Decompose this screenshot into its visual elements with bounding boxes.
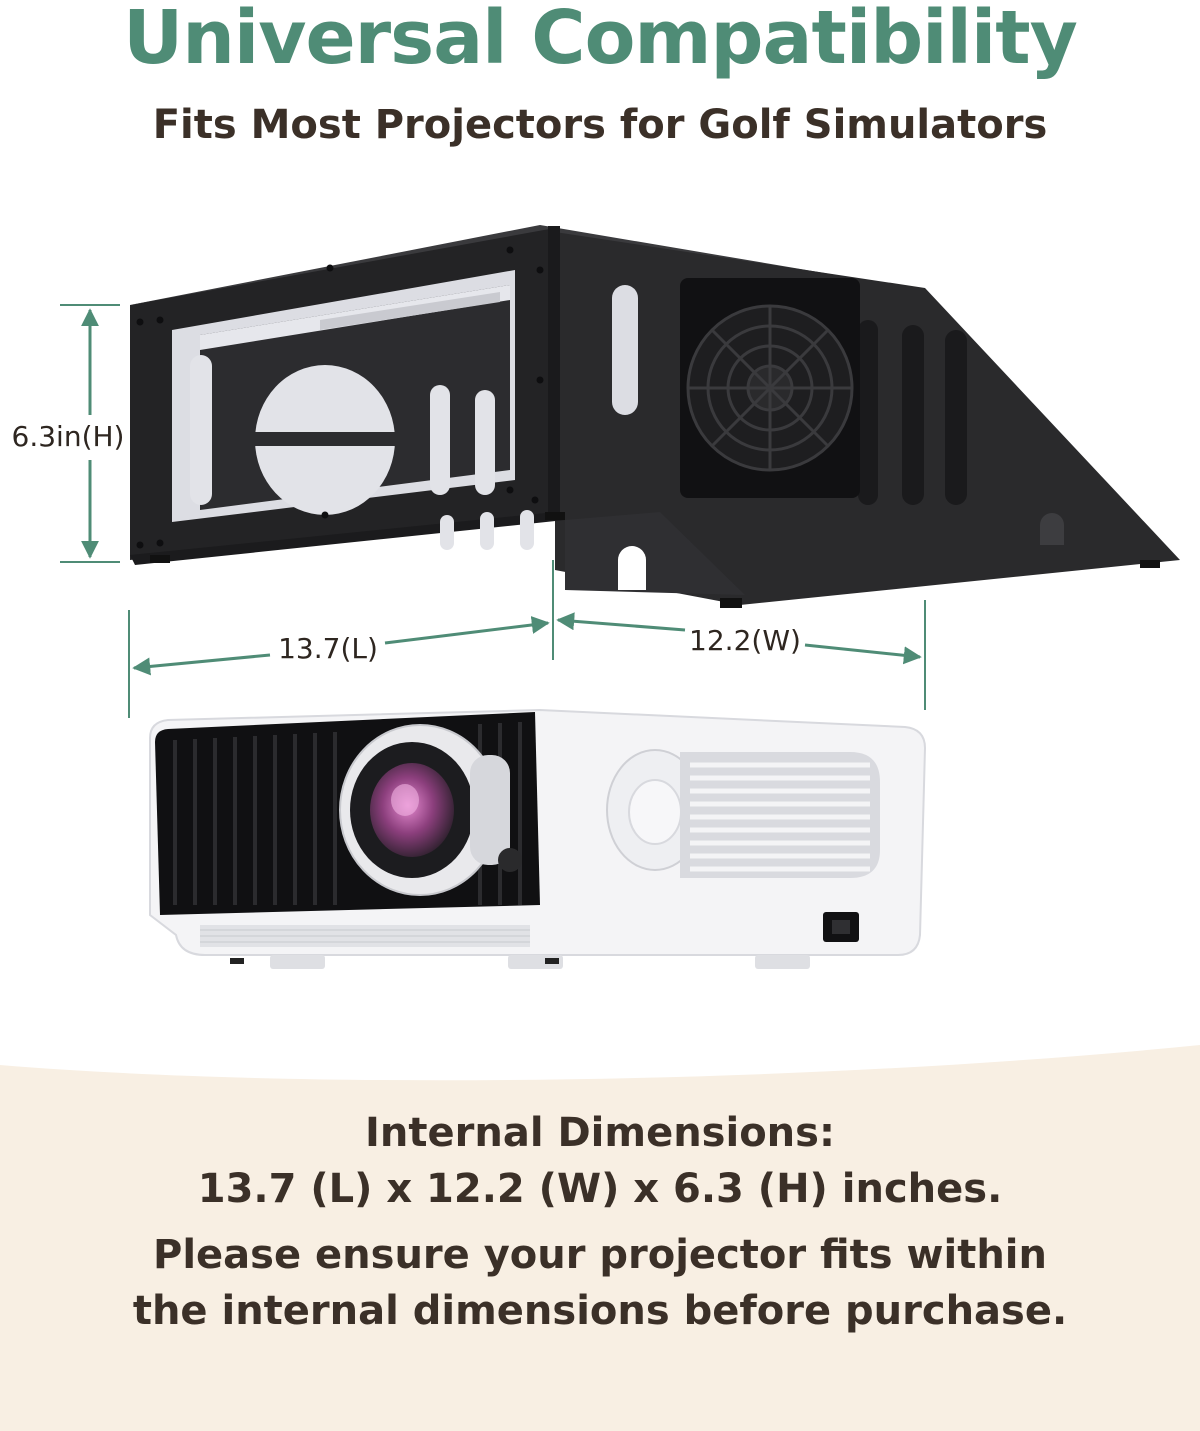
- length-label: 13.7(L): [278, 632, 378, 665]
- product-illustration: 6.3in(H) 13.7(L) 12.2(W): [12, 225, 1180, 969]
- dimension-height: 6.3in(H): [12, 304, 125, 563]
- internal-dimensions-heading: Internal Dimensions:: [365, 1110, 835, 1156]
- dimensions-info: Internal Dimensions: 13.7 (L) x 12.2 (W)…: [0, 1105, 1200, 1339]
- projector-enclosure: [130, 225, 1180, 608]
- dimension-width: 12.2(W): [556, 600, 926, 710]
- projector-illustration: [149, 708, 927, 969]
- dimension-length: 13.7(L): [128, 560, 554, 718]
- internal-dimensions-size: 13.7 (L) x 12.2 (W) x 6.3 (H) inches.: [197, 1166, 1003, 1212]
- cooling-fan-icon: [680, 278, 860, 498]
- height-label: 6.3in(H): [12, 420, 125, 453]
- fit-notice: Please ensure your projector fits within…: [132, 1232, 1068, 1334]
- band-wave: [0, 1045, 1200, 1431]
- width-label: 12.2(W): [689, 624, 801, 657]
- page-subtitle: Fits Most Projectors for Golf Simulators: [152, 102, 1048, 148]
- info-band: [0, 1040, 1200, 1431]
- page-title: Universal Compatibility: [123, 0, 1078, 81]
